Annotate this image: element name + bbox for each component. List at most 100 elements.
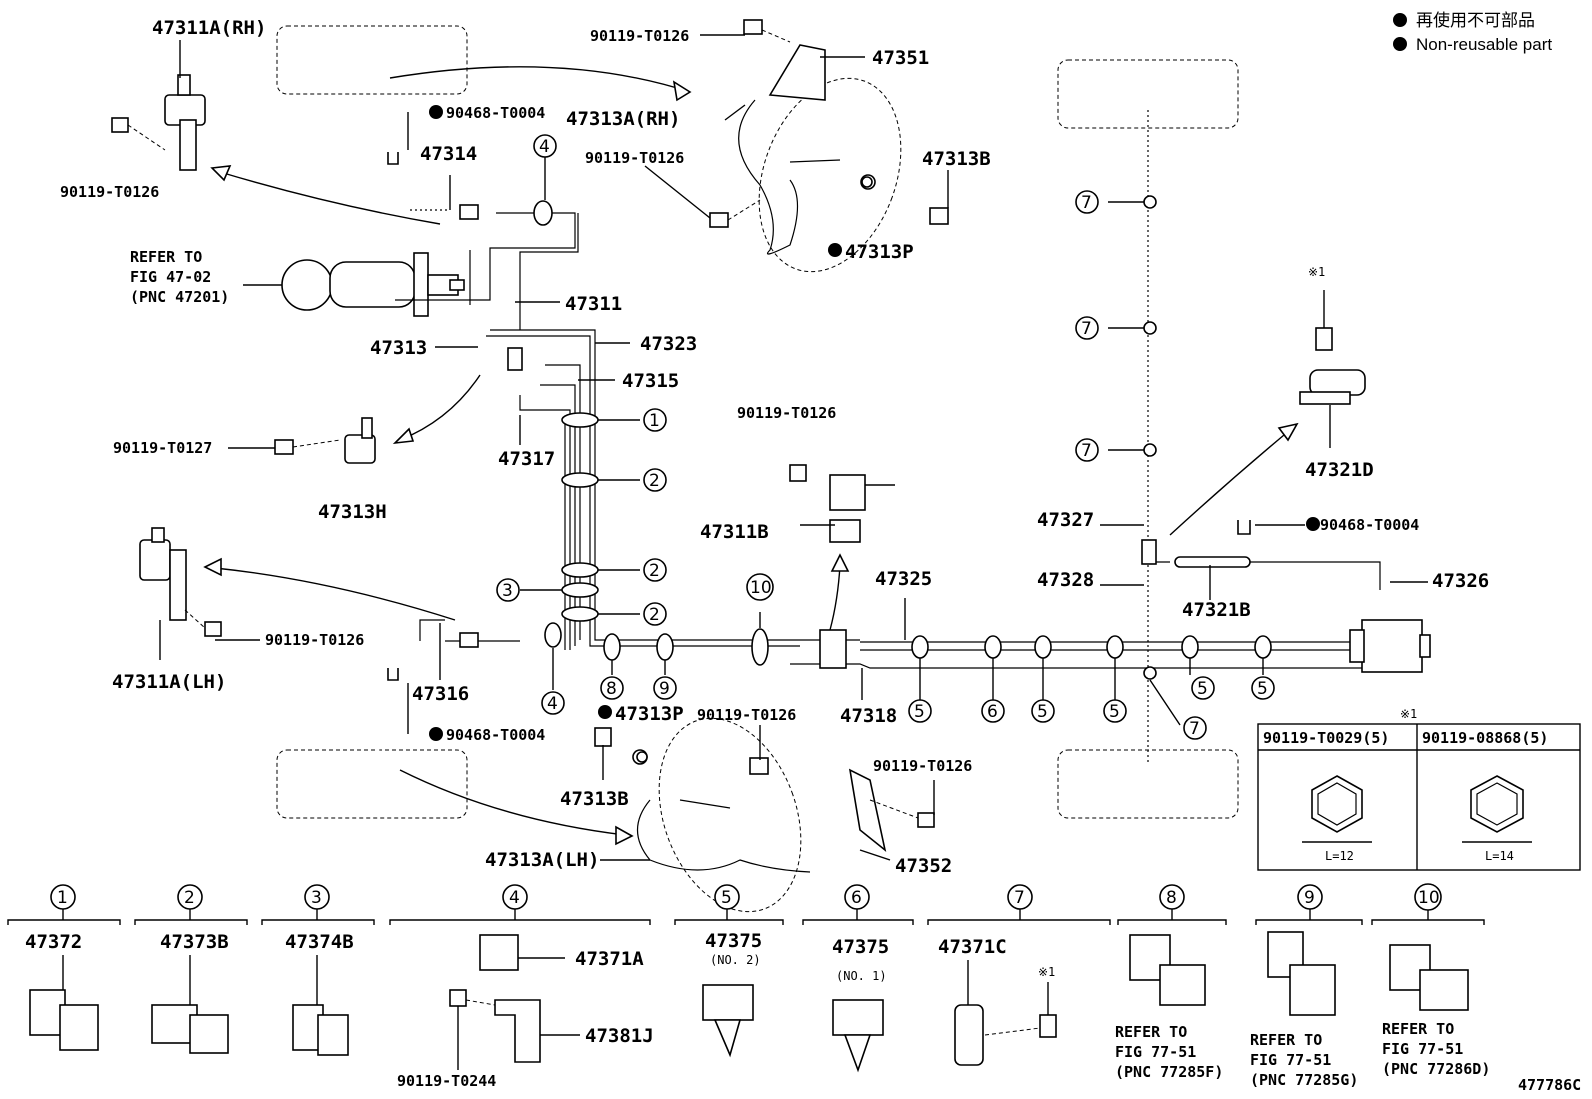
label-47313A-LH: 47313A(LH): [485, 849, 599, 871]
bolt-icon: [184, 609, 222, 637]
washer-icon: [861, 176, 873, 188]
label-90119-T0126: 90119-T0126: [697, 706, 796, 724]
clamp-catalog: 1 47372 2 47373B 3 47374B 4: [7, 883, 1490, 1090]
label-90119-T0126: 90119-T0126: [873, 757, 972, 775]
label-refer-to: REFER TO: [130, 248, 202, 266]
label-90468-T0004: 90468-T0004: [446, 104, 545, 122]
clamp-9-icon: [1267, 931, 1336, 1016]
brake-pipes: [376, 88, 1381, 760]
callout-6: 6: [981, 699, 1005, 723]
clamp-7-icon: [954, 960, 1057, 1066]
flow-arrow: [399, 769, 626, 836]
label-47313P: 47313P: [615, 703, 684, 725]
wheel-outline-front-right: [276, 25, 468, 95]
clamp-2-part: 47373B: [160, 931, 229, 953]
clamp-item-4: 4 47371A 47381J 90119-T0244: [389, 884, 654, 1090]
bolt-icon: [929, 207, 949, 225]
callout-2: 2: [643, 602, 667, 626]
flow-arrow: [829, 564, 841, 631]
tee-fitting: [1141, 539, 1157, 565]
callout-5: 5: [908, 699, 932, 723]
callout-5: 5: [1251, 676, 1275, 700]
label-47352: 47352: [895, 855, 952, 877]
clip-icon: [1237, 520, 1251, 535]
clamp-item-8: 8 REFER TO FIG 77-51 (PNC 77285F): [1115, 884, 1227, 1081]
callout-7: 7: [1075, 190, 1099, 214]
clamp-4-part: 47371A: [575, 948, 644, 970]
callout-4: 4: [541, 691, 565, 715]
svg-text:2: 2: [649, 561, 660, 581]
spec-length-2: L=14: [1485, 849, 1514, 863]
label-47313B: 47313B: [560, 788, 629, 810]
svg-text:3: 3: [311, 888, 322, 908]
svg-text:5: 5: [1257, 679, 1268, 699]
legend-en: Non-reusable part: [1416, 35, 1552, 54]
callout-2: 2: [643, 558, 667, 582]
svg-text:6: 6: [851, 888, 862, 908]
clamp-item-10: 10 REFER TO FIG 77-51 (PNC 77286D): [1371, 883, 1490, 1078]
callout-5: 5: [1103, 699, 1127, 723]
label-47313P: 47313P: [845, 241, 914, 263]
clamp-item-9: 9 REFER TO FIG 77-51 (PNC 77285G): [1250, 884, 1363, 1089]
bolt-icon: [749, 757, 769, 775]
svg-text:5: 5: [721, 888, 732, 908]
bolt-icon: [789, 464, 807, 482]
flow-arrow: [219, 171, 441, 225]
clamp-item-6: 6 47375 (NO. 1): [802, 884, 914, 1073]
legend-jp: 再使用不可部品: [1416, 10, 1535, 30]
clamp-7-part: 47371C: [938, 936, 1007, 958]
bracket-47311B: [829, 474, 866, 543]
label-47313B: 47313B: [922, 148, 991, 170]
callout-8: 8: [600, 676, 624, 700]
clamp-9-refer-3: (PNC 77285G): [1250, 1071, 1358, 1089]
svg-text:10: 10: [1418, 888, 1440, 908]
svg-text:7: 7: [1081, 441, 1092, 461]
union-fitting: [459, 632, 479, 648]
bracket-47313H: [344, 417, 376, 464]
clamp-5-note: (NO. 2): [710, 953, 761, 967]
svg-text:5: 5: [1109, 702, 1120, 722]
non-reusable-dot-icon: [828, 243, 842, 257]
callout-10: 10: [746, 573, 774, 601]
label-47314: 47314: [420, 143, 477, 165]
label-47311A-LH: 47311A(LH): [112, 671, 226, 693]
label-47328: 47328: [1037, 569, 1094, 591]
svg-text:8: 8: [1166, 888, 1177, 908]
label-47316: 47316: [412, 683, 469, 705]
callout-9: 9: [653, 676, 677, 700]
callout-1: 1: [643, 408, 667, 432]
svg-text:7: 7: [1189, 719, 1200, 739]
vsv-47311A-RH: [164, 74, 206, 171]
clamp-10-icon: [1389, 944, 1469, 1011]
svg-text:1: 1: [649, 411, 660, 431]
wheel-outline-rear-right: [1057, 59, 1239, 129]
bolt-spec-table: ※1 90119-T0029(5) 90119-08868(5) L=12 L=…: [1257, 707, 1581, 871]
label-90119-T0126: 90119-T0126: [737, 404, 836, 422]
label-47318: 47318: [840, 705, 897, 727]
clamp-6-part: 47375: [832, 936, 889, 958]
clip-icon: [387, 668, 399, 681]
vsv-47311A-LH: [139, 527, 187, 621]
svg-text:4: 4: [509, 888, 520, 908]
flexible-hose-47321B: [1174, 556, 1251, 568]
rear-valve-47326: [1349, 619, 1431, 673]
svg-text:7: 7: [1081, 319, 1092, 339]
clamp-4-icon: [449, 934, 541, 1063]
spec-col-1: 90119-T0029(5): [1263, 729, 1389, 747]
svg-text:1: 1: [57, 888, 68, 908]
clamp-item-5: 5 47375 (NO. 2): [674, 884, 784, 1058]
svg-text:6: 6: [987, 702, 998, 722]
clamp-10-refer-1: REFER TO: [1382, 1020, 1454, 1038]
clip-icon: [387, 152, 399, 165]
clamp-item-2: 2 47373B: [134, 884, 248, 1054]
non-reusable-dot-icon: [429, 727, 443, 741]
svg-text:10: 10: [750, 578, 772, 598]
non-reusable-dot-icon: [1393, 13, 1407, 27]
clamp-3-part: 47374B: [285, 931, 354, 953]
callout-3: 3: [496, 578, 520, 602]
label-90119-T0126: 90119-T0126: [590, 27, 689, 45]
wheel-outline-front-left: [276, 749, 468, 819]
clamp-1-part: 47372: [25, 931, 82, 953]
svg-text:8: 8: [606, 679, 617, 699]
